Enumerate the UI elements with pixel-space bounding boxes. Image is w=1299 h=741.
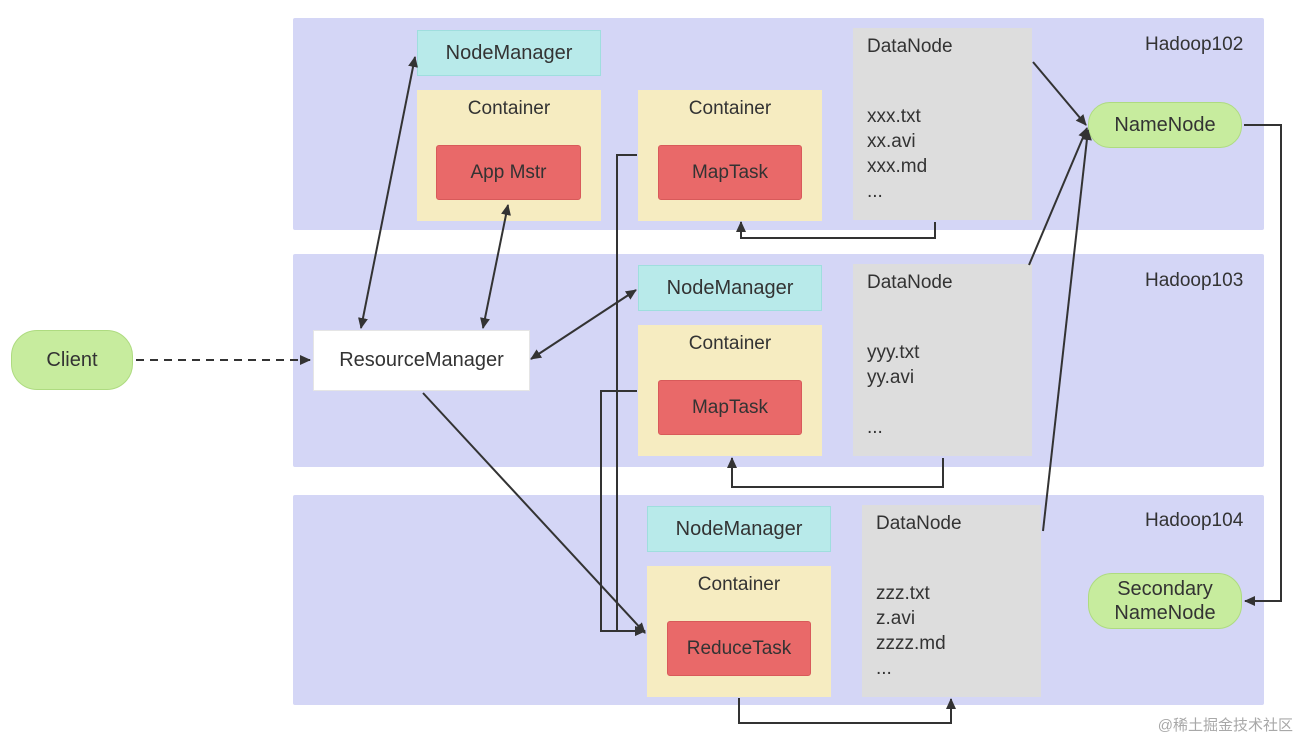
datanode-title: DataNode bbox=[867, 272, 953, 293]
file-item: yy.avi bbox=[867, 367, 915, 388]
file-item: yyy.txt bbox=[867, 342, 920, 363]
watermark: @稀土掘金技术社区 bbox=[1157, 717, 1293, 734]
datanode-file-list: xxx.txt xx.avi xxx.md ... bbox=[867, 104, 927, 204]
client-node: Client bbox=[11, 330, 133, 390]
datanode-hadoop102: DataNode xxx.txt xx.avi xxx.md ... bbox=[853, 28, 1032, 220]
container-title: Container bbox=[697, 574, 781, 595]
container-maptask-hadoop103: Container MapTask bbox=[638, 325, 822, 456]
host-label-hadoop104: Hadoop104 bbox=[1145, 510, 1244, 531]
container-title: Container bbox=[467, 98, 551, 119]
datanode-file-list: zzz.txt z.avi zzzz.md ... bbox=[876, 581, 946, 681]
node-manager-hadoop102: NodeManager bbox=[417, 30, 601, 76]
name-node: NameNode bbox=[1088, 102, 1242, 148]
file-item: xxx.txt bbox=[867, 106, 921, 127]
container-reducetask: Container ReduceTask bbox=[647, 566, 831, 697]
file-item: ... bbox=[867, 417, 883, 438]
file-item: xxx.md bbox=[867, 156, 928, 177]
maptask-hadoop103: MapTask bbox=[658, 380, 802, 435]
file-item: xx.avi bbox=[867, 131, 916, 152]
datanode-hadoop104: DataNode zzz.txt z.avi zzzz.md ... bbox=[862, 505, 1041, 697]
container-app-master: Container App Mstr bbox=[417, 90, 601, 221]
file-item: ... bbox=[867, 181, 883, 202]
container-title: Container bbox=[688, 333, 772, 354]
resource-manager: ResourceManager bbox=[313, 330, 530, 391]
secondary-name-node-line2: NameNode bbox=[1114, 602, 1216, 624]
datanode-title: DataNode bbox=[867, 36, 953, 57]
node-manager-hadoop104: NodeManager bbox=[647, 506, 831, 552]
secondary-name-node: Secondary NameNode bbox=[1088, 573, 1242, 629]
host-label-hadoop102: Hadoop102 bbox=[1145, 34, 1244, 55]
file-item: z.avi bbox=[876, 608, 916, 629]
file-item: ... bbox=[876, 658, 892, 679]
file-item: zzzz.md bbox=[876, 633, 946, 654]
datanode-file-list: yyy.txt yy.avi ... bbox=[867, 340, 919, 440]
node-manager-hadoop103: NodeManager bbox=[638, 265, 822, 311]
secondary-name-node-line1: Secondary bbox=[1117, 578, 1213, 600]
maptask-hadoop102: MapTask bbox=[658, 145, 802, 200]
host-label-hadoop103: Hadoop103 bbox=[1145, 270, 1244, 291]
container-title: Container bbox=[688, 98, 772, 119]
container-maptask-hadoop102: Container MapTask bbox=[638, 90, 822, 221]
datanode-title: DataNode bbox=[876, 513, 962, 534]
file-item bbox=[867, 390, 919, 415]
app-master-task: App Mstr bbox=[436, 145, 581, 200]
datanode-hadoop103: DataNode yyy.txt yy.avi ... bbox=[853, 264, 1032, 456]
reducetask-hadoop104: ReduceTask bbox=[667, 621, 811, 676]
file-item: zzz.txt bbox=[876, 583, 930, 604]
